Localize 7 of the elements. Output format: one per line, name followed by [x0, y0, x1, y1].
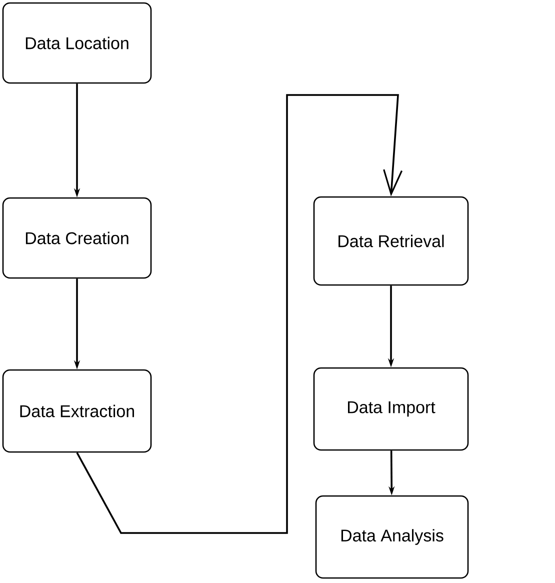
- process-box: Data Retrieval: [313, 196, 469, 286]
- process-box: Data Extraction: [2, 369, 152, 453]
- arrow: [76, 94, 403, 534]
- process-box: Data Analysis: [315, 495, 469, 579]
- process-box: Data Import: [313, 367, 469, 451]
- process-box: Data Creation: [2, 197, 152, 279]
- process-box: Data Location: [2, 2, 152, 84]
